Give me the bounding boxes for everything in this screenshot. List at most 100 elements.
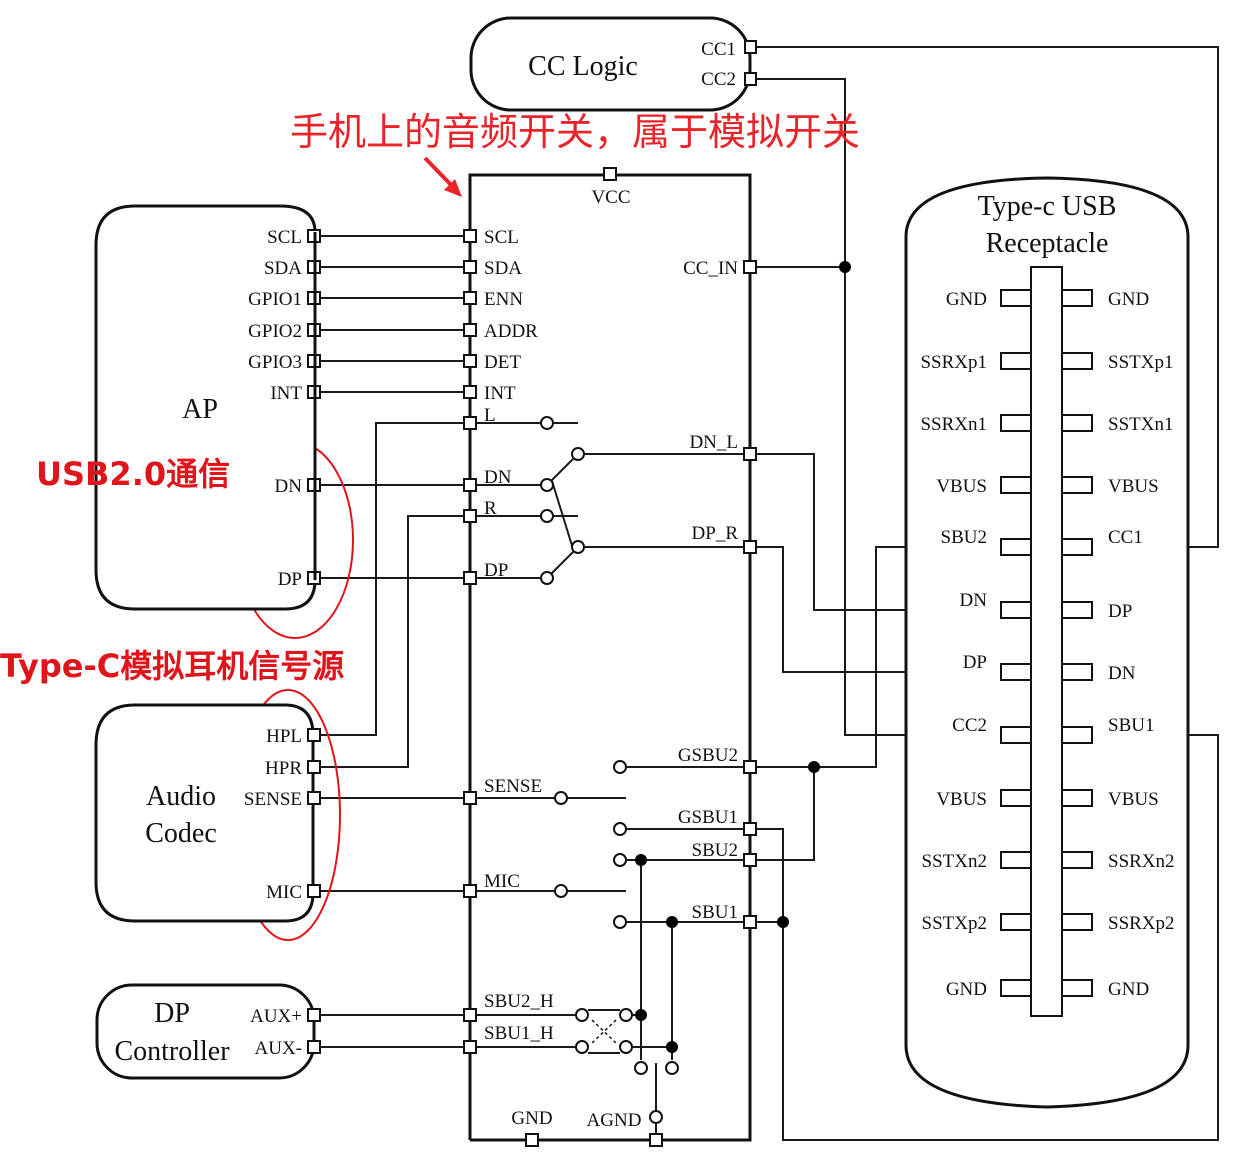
ap-pin-gpio3-label: GPIO3	[248, 352, 302, 373]
cross-dash-2	[591, 1019, 617, 1044]
contact-sbu2h-a	[575, 1008, 589, 1022]
receptacle-left-pin-label: DP	[963, 652, 987, 673]
contact-sbu2h-b	[619, 1008, 633, 1022]
codec-pin-sense	[307, 791, 321, 805]
contact-agnd	[649, 1110, 663, 1124]
codec-pin-hpr	[307, 760, 321, 774]
junction-gsbu2	[808, 761, 820, 773]
switch-pin-scl	[463, 229, 477, 243]
switch-pin-sbu2-h	[463, 1008, 477, 1022]
contact-sbu1h-b	[619, 1040, 633, 1054]
receptacle-right-pin-vbus	[1061, 476, 1093, 494]
receptacle-right-pin-label: VBUS	[1108, 789, 1159, 810]
dp-controller-title-line2: Controller	[114, 1036, 230, 1067]
contact-dp-r	[571, 540, 585, 554]
pin-layer: SCLSDAGPIO1GPIO2GPIO3INTDNDPHPLHPRSENSEM…	[244, 227, 757, 1059]
switch-pin-sense	[463, 791, 477, 805]
ap-pin-dn-label: DN	[275, 476, 303, 497]
switch-pin-int-label: INT	[484, 383, 516, 404]
switch-pin-l-label: L	[484, 405, 496, 426]
receptacle-left-pin-label: VBUS	[936, 789, 987, 810]
switch-pin-dp-r-label: DP_R	[692, 523, 739, 544]
receptacle-left-pin-gnd	[1000, 289, 1032, 307]
dpctrl-pin-aux-plus-label: AUX+	[250, 1006, 302, 1027]
codec-pin-hpl-label: HPL	[266, 726, 302, 747]
switch-pin-enn-label: ENN	[484, 289, 523, 310]
junctions	[635, 261, 851, 1053]
ap-pin-gpio2-label: GPIO2	[248, 321, 302, 342]
receptacle-left-pin-label: SSTXp2	[922, 913, 987, 934]
receptacle-left-pin-label: SSRXn1	[920, 414, 987, 435]
contact-r	[540, 509, 554, 523]
junction-sbu2-left	[635, 854, 647, 866]
cc-logic-pin-label-cc2: CC2	[701, 69, 736, 90]
switch-pin-dp	[463, 571, 477, 585]
receptacle-tongue	[1030, 266, 1063, 1017]
audio-codec-body	[94, 703, 315, 923]
receptacle-title-line2: Receptacle	[986, 228, 1109, 259]
receptacle-left-pin-label: DN	[960, 590, 988, 611]
receptacle-right-pin-label: SSRXp2	[1108, 913, 1175, 934]
switch-pin-int	[463, 385, 477, 399]
receptacle-left-pin-label: SSTXn2	[922, 851, 987, 872]
receptacle-left-pin-cc2	[1000, 726, 1032, 744]
receptacle-right-pin-label: DP	[1108, 601, 1132, 622]
contact-dp	[540, 571, 554, 585]
junction-sbu1-left	[666, 916, 678, 928]
switch-pin-r-label: R	[484, 498, 497, 519]
receptacle-left-pin-label: SBU2	[941, 527, 987, 548]
receptacle-right-pin-label: SBU1	[1108, 715, 1154, 736]
switch-pin-addr-label: ADDR	[484, 321, 538, 342]
ap-title: AP	[182, 394, 218, 425]
switch-pin-dp-label: DP	[484, 560, 508, 581]
codec-pin-hpr-label: HPR	[265, 758, 302, 779]
switch-pin-r	[463, 509, 477, 523]
dp-controller-body	[95, 983, 316, 1080]
switch-pin-cc-in-label: CC_IN	[683, 258, 738, 279]
audio-codec-title-line1: Audio	[146, 781, 216, 812]
receptacle-block: Type-c USB Receptacle GNDSSRXp1SSRXn1VBU…	[904, 176, 1190, 1109]
ap-pin-dp-label: DP	[278, 569, 302, 590]
codec-pin-hpl	[307, 728, 321, 742]
ap-pin-int-label: INT	[270, 383, 302, 404]
receptacle-right-pin-sbu1	[1061, 726, 1093, 744]
receptacle-right-pin-sstxp1	[1061, 352, 1093, 370]
receptacle-left-pin-label: GND	[946, 979, 987, 1000]
switch-pin-det	[463, 354, 477, 368]
switch-pin-dp-r	[743, 540, 757, 554]
switch-pin-mic-label: MIC	[484, 871, 520, 892]
junction-sbu1h	[666, 1041, 678, 1053]
receptacle-title-line1: Type-c USB	[978, 191, 1117, 222]
switch-pin-sbu2-h-label: SBU2_H	[484, 991, 554, 1012]
receptacle-left-pin-label: VBUS	[936, 476, 987, 497]
switch-pin-det-label: DET	[484, 352, 521, 373]
switch-pin-gsbu1	[743, 822, 757, 836]
wire-hpl	[320, 422, 464, 736]
receptacle-left-pin-ssrxn1	[1000, 414, 1032, 432]
ap-block: AP	[94, 204, 317, 611]
wire-dp-r	[757, 546, 1000, 673]
receptacle-left-pin-label: GND	[946, 289, 987, 310]
audio-codec-title-line2: Codec	[145, 818, 217, 849]
receptacle-left-pin-sstxn2	[1000, 851, 1032, 869]
red-annotations: 手机上的音频开关，属于模拟开关 USB2.0通信 Type-C模拟耳机信号源	[0, 110, 860, 685]
switch-label-vcc: VCC	[591, 187, 630, 208]
dpctrl-pin-aux-minus	[307, 1040, 321, 1054]
codec-pin-sense-label: SENSE	[244, 789, 302, 810]
receptacle-left-pin-dn	[1000, 601, 1032, 619]
receptacle-right-pin-label: GND	[1108, 289, 1149, 310]
dp-controller-title-line1: DP	[154, 998, 190, 1029]
cc-logic-pin-label-cc1: CC1	[701, 39, 736, 60]
receptacle-left-pin-gnd	[1000, 979, 1032, 997]
contact-sbu2	[613, 853, 627, 867]
switch-label-gnd: GND	[511, 1108, 552, 1129]
contact-dn-l	[571, 447, 585, 461]
switch-annotation: 手机上的音频开关，属于模拟开关	[290, 110, 860, 154]
receptacle-left-pin-sstxp2	[1000, 913, 1032, 931]
receptacle-right-pin-dn	[1061, 663, 1093, 681]
receptacle-left-pin-vbus	[1000, 789, 1032, 807]
ap-pin-sda-label: SDA	[264, 258, 302, 279]
receptacle-right-pin-label: SSTXp1	[1108, 352, 1173, 373]
ap-pin-scl-label: SCL	[267, 227, 302, 248]
receptacle-left-pin-ssrxp1	[1000, 352, 1032, 370]
